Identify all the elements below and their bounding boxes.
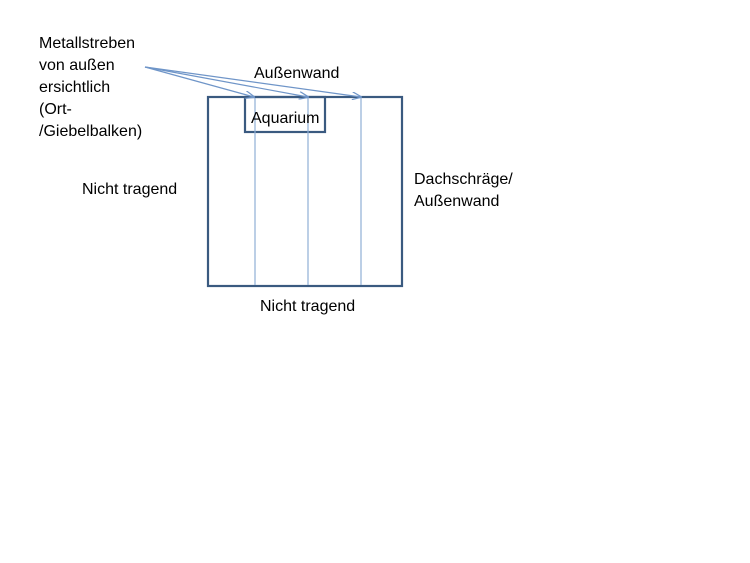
aquarium-box	[243, 95, 327, 134]
arrow-to-strut-1	[144, 66, 254, 97]
metal-struts-label-line: Metallstreben	[39, 35, 136, 52]
non-load-bearing-left-label: Nicht tragend	[82, 181, 178, 198]
roof-slope-label-line: Außenwand	[414, 193, 500, 210]
metal-struts-label-line: ersichtlich	[39, 79, 111, 96]
metal-struts-label-line: /Giebelbalken)	[39, 123, 143, 140]
arrow-to-strut-3	[144, 66, 361, 97]
metal-struts-label-line: von außen	[39, 57, 115, 74]
outer-wall-top-label: Außenwand	[254, 65, 340, 82]
metal-struts-label: Metallstreben von außen ersichtlich (Ort…	[39, 33, 142, 143]
roof-slope-label-line: Dachschräge/	[414, 171, 513, 188]
non-load-bearing-bottom-label: Nicht tragend	[260, 298, 356, 315]
roof-slope-label: Dachschräge/ Außenwand	[414, 169, 513, 213]
aquarium-label: Aquarium	[251, 110, 320, 127]
arrow-to-strut-2	[144, 66, 308, 97]
metal-struts-label-line: (Ort-	[39, 101, 72, 118]
